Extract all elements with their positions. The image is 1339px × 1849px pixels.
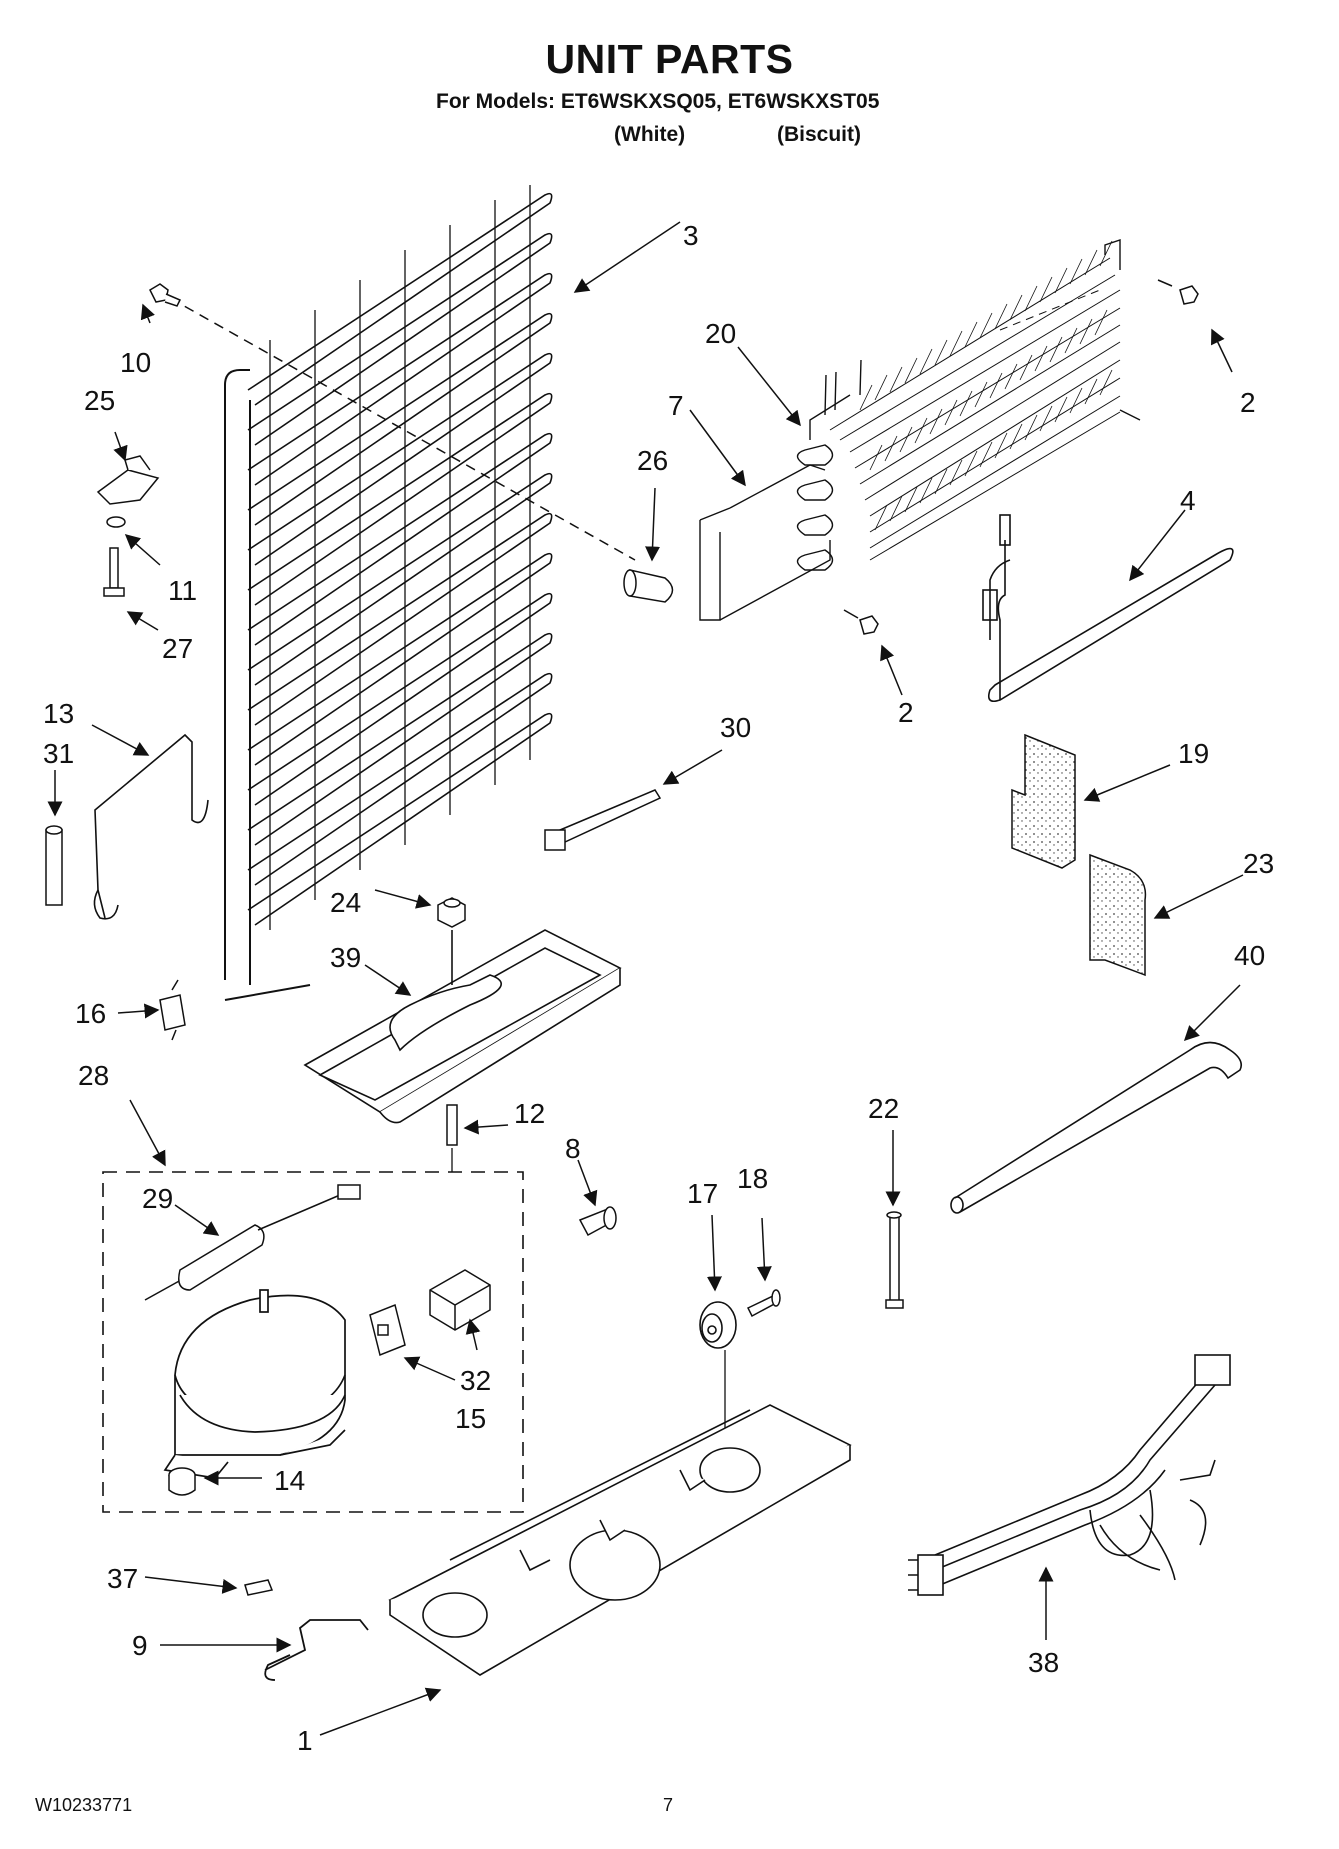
drain-tube <box>93 733 209 920</box>
variant-white: (White) <box>614 123 686 146</box>
callout-1: 1 <box>297 1725 313 1756</box>
callout-25: 25 <box>84 385 115 416</box>
cable-tie-icon <box>544 789 662 851</box>
callout-24: 24 <box>330 887 361 918</box>
callout-12: 12 <box>514 1098 545 1129</box>
standoff-icon <box>446 1104 458 1146</box>
callout-15: 15 <box>455 1403 486 1434</box>
callout-19: 19 <box>1178 738 1209 769</box>
filter-drier <box>144 1184 361 1301</box>
variant-biscuit: (Biscuit) <box>777 123 861 146</box>
callout-37: 37 <box>107 1563 138 1594</box>
tube-icon <box>45 825 63 906</box>
pin-icon <box>885 1211 904 1309</box>
screw-icon <box>843 279 1199 635</box>
grommet-14 <box>168 1467 196 1496</box>
evaporator <box>699 239 1141 621</box>
assembly-line <box>169 297 636 561</box>
callout-31: 31 <box>43 738 74 769</box>
callout-27: 27 <box>162 633 193 664</box>
grommet-icon <box>578 1206 617 1237</box>
screw-small-icon <box>103 547 125 597</box>
callout-20: 20 <box>705 318 736 349</box>
callout-4: 4 <box>1180 485 1196 516</box>
compressor <box>163 1289 346 1479</box>
clip-icon <box>159 979 186 1041</box>
callout-22: 22 <box>868 1093 899 1124</box>
clip-37 <box>244 1579 274 1596</box>
doc-number: W10233771 <box>35 1795 133 1815</box>
callout-7: 7 <box>668 390 684 421</box>
page-number: 7 <box>663 1795 674 1815</box>
callout-14: 14 <box>274 1465 305 1496</box>
callout-11: 11 <box>168 575 197 606</box>
relay-icon <box>369 1303 406 1357</box>
compressor-assembly-box <box>102 1171 524 1513</box>
callout-3: 3 <box>683 220 699 251</box>
page-title: UNIT PARTS <box>545 36 794 82</box>
callout-38: 38 <box>1028 1647 1059 1678</box>
callout-8: 8 <box>565 1133 581 1164</box>
axle-icon <box>746 1289 781 1318</box>
nut-icon <box>437 897 466 928</box>
callout-32: 32 <box>460 1365 491 1396</box>
overload-icon <box>429 1269 491 1331</box>
callout-39: 39 <box>330 942 361 973</box>
callout-13: 13 <box>43 698 74 729</box>
tube-40 <box>950 1041 1243 1214</box>
callout-10: 10 <box>120 347 151 378</box>
screw-icon <box>149 283 182 307</box>
callout-40: 40 <box>1234 940 1265 971</box>
callout-28: 28 <box>78 1060 109 1091</box>
leader-3 <box>573 221 681 293</box>
washer-icon <box>106 516 126 528</box>
base-plate <box>388 1404 852 1676</box>
callout-2a: 2 <box>1240 387 1256 418</box>
callout-labels: 3 10 25 11 27 20 7 26 2 2 4 13 31 30 19 … <box>43 220 1274 1756</box>
defrost-heater <box>982 514 1234 703</box>
bracket-icon <box>96 455 160 505</box>
spacer-icon <box>623 569 674 603</box>
callout-26: 26 <box>637 445 668 476</box>
condenser-coil <box>224 185 553 1001</box>
drain-pan <box>303 929 622 1124</box>
wire-harness <box>908 1354 1231 1596</box>
callout-23: 23 <box>1243 848 1274 879</box>
callout-9: 9 <box>132 1630 148 1661</box>
callout-29: 29 <box>142 1183 173 1214</box>
callout-17: 17 <box>687 1178 718 1209</box>
foam-block-23 <box>1089 853 1147 977</box>
callout-18: 18 <box>737 1163 768 1194</box>
callout-2b: 2 <box>898 697 914 728</box>
models-line: For Models: ET6WSKXSQ05, ET6WSKXST05 <box>436 90 880 113</box>
callout-16: 16 <box>75 998 106 1029</box>
wire-bracket-9 <box>264 1619 369 1681</box>
callout-30: 30 <box>720 712 751 743</box>
roller-wheel <box>699 1301 737 1349</box>
foam-block-19 <box>1011 733 1076 869</box>
